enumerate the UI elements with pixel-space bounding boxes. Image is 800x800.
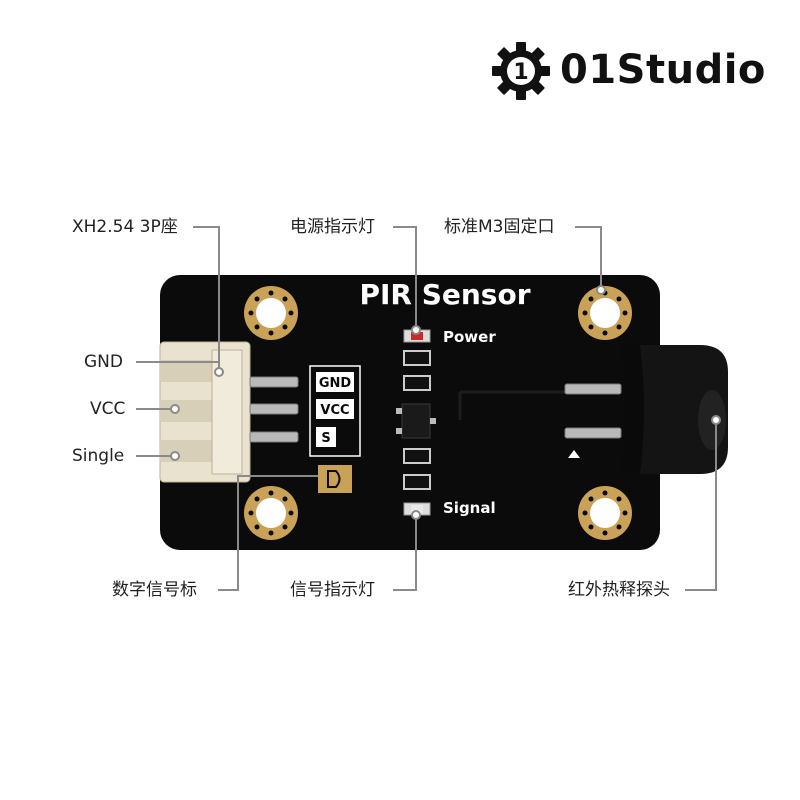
- smd-transistor: [396, 403, 436, 439]
- mount-hole-bottom-right: [578, 486, 632, 540]
- leader-lines: [136, 226, 717, 591]
- pin-label-gnd: GND: [316, 372, 354, 392]
- callout-mount-hole: 标准M3固定口: [444, 217, 555, 237]
- smd-resistor: [403, 474, 431, 490]
- callout-signal-mark: 数字信号标: [112, 580, 197, 600]
- pin-label-s: S: [316, 427, 336, 447]
- pin-label-vcc: VCC: [316, 399, 354, 419]
- smd-resistor: [403, 448, 431, 464]
- pin-label-box: [309, 365, 361, 457]
- smd-resistor: [403, 350, 431, 366]
- callout-connector: XH2.54 3P座: [72, 217, 178, 237]
- board-title: PIR Sensor: [359, 278, 530, 311]
- power-led-label: Power: [443, 328, 496, 346]
- header-pins: [249, 376, 299, 443]
- mount-hole-top-right: [578, 286, 632, 340]
- pin-label-vcc-text: VCC: [320, 403, 349, 418]
- smd-resistor: [403, 375, 431, 391]
- callout-ir-probe: 红外热释探头: [568, 580, 670, 600]
- leader-endpoints: [170, 285, 721, 520]
- digital-signal-mark: [318, 465, 352, 493]
- gear-logo-icon: 1: [492, 42, 550, 100]
- mount-hole-top-left: [244, 286, 298, 340]
- pir-leads: [564, 383, 622, 439]
- mount-hole-bottom-left: [244, 486, 298, 540]
- callout-power-led: 电源指示灯: [290, 217, 375, 237]
- callout-signal-led: 信号指示灯: [290, 580, 375, 600]
- callout-vcc: VCC: [90, 399, 126, 419]
- pin-label-gnd-text: GND: [319, 376, 352, 391]
- pin-label-s-text: S: [321, 431, 330, 446]
- brand-name: 01Studio: [560, 47, 766, 93]
- orientation-triangle-icon: [568, 450, 580, 458]
- signal-led-label: Signal: [443, 499, 496, 517]
- pir-probe: [620, 345, 728, 474]
- callout-single: Single: [72, 446, 125, 466]
- xh-connector: [159, 341, 251, 483]
- logo-digit: 1: [513, 60, 528, 85]
- callout-gnd: GND: [84, 352, 123, 372]
